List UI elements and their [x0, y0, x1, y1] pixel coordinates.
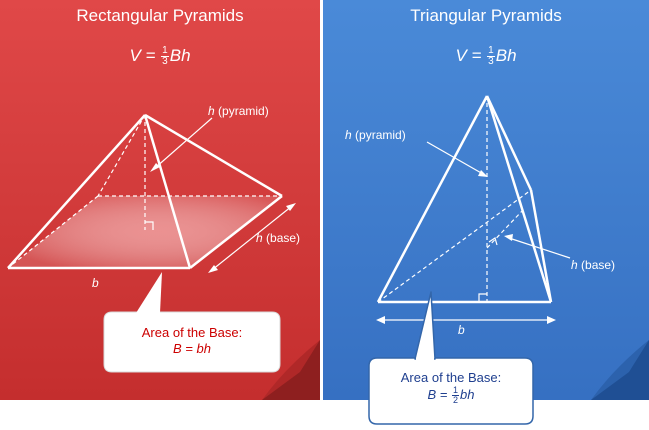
h-base-arrowhead-start — [208, 265, 218, 273]
left-lateral-edge — [7, 114, 146, 269]
h-base-text: (base) — [577, 258, 616, 272]
rect-b-label: b — [92, 276, 99, 290]
right-lateral-edge — [144, 113, 283, 198]
callout-title: Area of the Base: — [400, 370, 502, 385]
rectangular-title: Rectangular Pyramids — [76, 6, 244, 25]
formula-prefix: B = — [427, 386, 451, 402]
b-var: b — [458, 323, 465, 337]
visible-edges — [7, 113, 283, 270]
h-var: h — [345, 128, 352, 142]
front-lateral-edge — [485, 95, 553, 303]
right-base-edge — [529, 189, 553, 303]
hidden-edges — [7, 115, 282, 269]
formula-suffix: bh — [460, 386, 475, 402]
h-var: h — [571, 258, 578, 272]
h-pyramid-arrowhead — [478, 170, 488, 177]
right-angle-mark — [145, 221, 154, 230]
left-lateral-edge — [376, 95, 489, 303]
right-base-edge — [189, 195, 283, 269]
callout-title: Area of the Base: — [141, 325, 243, 340]
fraction-denominator: 3 — [162, 56, 168, 68]
rect-area-of-base: Area of the Base: B = bh — [104, 325, 280, 357]
h-pyramid-text: (pyramid) — [214, 104, 269, 118]
rectangular-base-face — [8, 196, 282, 268]
triangular-pyramid-figure — [368, 95, 571, 425]
rectangular-pyramid-figure — [7, 113, 296, 373]
rect-h-base-label: h (base) — [256, 231, 300, 245]
rectangular-callout-pointer — [136, 272, 162, 313]
back-lateral-edge — [485, 95, 533, 191]
formula-prefix: V = — [455, 46, 487, 65]
formula-suffix: Bh — [169, 46, 191, 65]
h-pyramid-pointer — [426, 141, 484, 175]
h-var: h — [256, 231, 263, 245]
triangular-callout-box — [368, 357, 534, 425]
front-lateral-edge — [143, 114, 192, 269]
h-base-pointer — [508, 237, 571, 259]
base-height-line — [486, 209, 524, 249]
rectangular-callout-box — [103, 311, 281, 373]
formula-suffix: Bh — [495, 46, 517, 65]
fraction-denominator: 2 — [453, 395, 459, 405]
visible-edges — [376, 95, 553, 304]
back-lateral-edge — [97, 114, 146, 197]
fraction-numerator: 1 — [161, 45, 169, 58]
triangular-panel-background — [323, 0, 649, 400]
fraction-numerator: 1 — [487, 45, 495, 58]
tri-h-pyramid-label: h (pyramid) — [345, 128, 406, 142]
formula-prefix: V = — [129, 46, 161, 65]
h-var: h — [208, 104, 215, 118]
base-right-angle-mark — [488, 237, 498, 246]
fraction-numerator: 1 — [452, 385, 460, 396]
tri-h-base-label: h (base) — [571, 258, 615, 272]
h-pyramid-pointer — [154, 117, 213, 169]
left-back-edge — [7, 195, 99, 269]
back-base-edge — [377, 189, 532, 303]
h-base-dimension-line — [211, 205, 293, 271]
h-base-arrowhead — [504, 234, 513, 241]
hidden-edges — [377, 96, 532, 303]
rect-h-pyramid-label: h (pyramid) — [208, 104, 269, 118]
h-pyramid-text: (pyramid) — [351, 128, 406, 142]
h-base-arrowhead-end — [286, 203, 296, 211]
b-arrowhead-end — [547, 316, 556, 324]
fraction-denominator: 3 — [488, 56, 494, 68]
callout-formula: B = bh — [173, 341, 211, 356]
right-angle-mark — [478, 293, 487, 302]
b-arrowhead-start — [376, 316, 385, 324]
h-base-text: (base) — [262, 231, 301, 245]
triangular-title: Triangular Pyramids — [410, 6, 562, 25]
b-var: b — [92, 276, 99, 290]
tri-b-label: b — [458, 323, 465, 337]
h-pyramid-arrowhead — [150, 163, 160, 172]
